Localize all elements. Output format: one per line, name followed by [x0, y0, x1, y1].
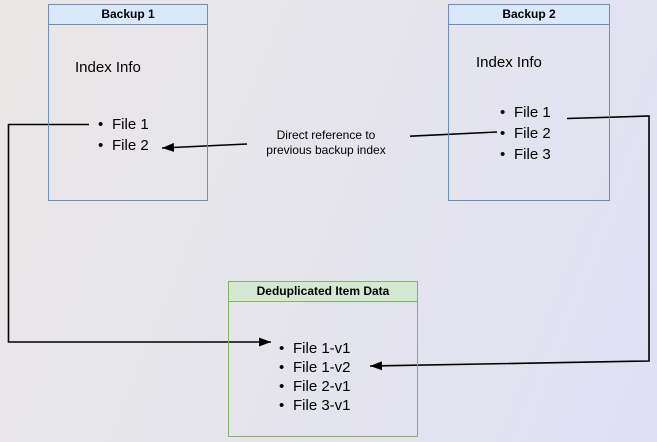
- bullet-icon: •: [98, 116, 104, 133]
- file-label: File 2: [514, 125, 551, 142]
- list-item: • File 1: [98, 114, 149, 135]
- file-label: File 3-v1: [293, 397, 351, 414]
- bullet-icon: •: [279, 397, 285, 414]
- file-label: File 2: [112, 137, 149, 154]
- backup1-title: Backup 1: [101, 7, 155, 21]
- bullet-icon: •: [500, 146, 506, 163]
- list-item: • File 2: [500, 123, 551, 144]
- bullet-icon: •: [500, 104, 506, 121]
- bullet-icon: •: [279, 378, 285, 395]
- dedup-title: Deduplicated Item Data: [256, 284, 390, 298]
- list-item: • File 3-v1: [279, 396, 351, 415]
- dedup-item-list: • File 1-v1 • File 1-v2 • File 2-v1 • Fi…: [279, 339, 351, 415]
- list-item: • File 2: [98, 135, 149, 156]
- backup1-header: Backup 1: [49, 5, 207, 25]
- list-item: • File 1: [500, 102, 551, 123]
- file-label: File 1-v2: [293, 359, 351, 376]
- backup2-index-info-label: Index Info: [476, 54, 542, 71]
- backup2-header: Backup 2: [449, 5, 609, 25]
- backup1-node: Backup 1 Index Info • File 1 • File 2: [48, 4, 208, 201]
- backup1-file-list: • File 1 • File 2: [98, 114, 149, 156]
- list-item: • File 2-v1: [279, 377, 351, 396]
- backup1-index-info-label: Index Info: [75, 59, 141, 76]
- backup2-title: Backup 2: [502, 7, 556, 21]
- dedup-header: Deduplicated Item Data: [229, 282, 417, 302]
- file-label: File 1: [514, 104, 551, 121]
- file-label: File 1-v1: [293, 340, 351, 357]
- backup2-file-list: • File 1 • File 2 • File 3: [500, 102, 551, 165]
- dedup-node: Deduplicated Item Data • File 1-v1 • Fil…: [228, 281, 418, 437]
- file-label: File 2-v1: [293, 378, 351, 395]
- file-label: File 3: [514, 146, 551, 163]
- edge-label: Direct reference to previous backup inde…: [266, 128, 386, 157]
- backup2-node: Backup 2 Index Info • File 1 • File 2 • …: [448, 4, 610, 201]
- bullet-icon: •: [279, 359, 285, 376]
- list-item: • File 1-v2: [279, 358, 351, 377]
- bullet-icon: •: [279, 340, 285, 357]
- list-item: • File 3: [500, 144, 551, 165]
- list-item: • File 1-v1: [279, 339, 351, 358]
- bullet-icon: •: [500, 125, 506, 142]
- file-label: File 1: [112, 116, 149, 133]
- bullet-icon: •: [98, 137, 104, 154]
